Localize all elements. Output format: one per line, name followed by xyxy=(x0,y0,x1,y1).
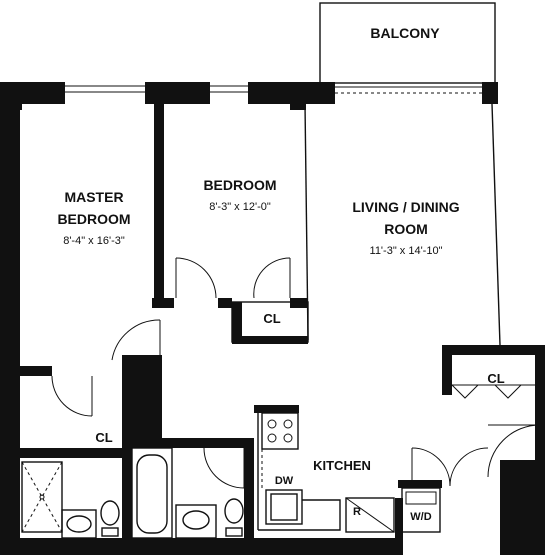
wall-right-top xyxy=(482,82,498,104)
bathtub xyxy=(131,447,173,539)
interior-walls xyxy=(20,100,545,540)
bifold-door-right xyxy=(494,384,522,399)
wall-stub xyxy=(290,100,306,110)
dishwasher-label: DW xyxy=(275,475,294,487)
wall-top-mid xyxy=(248,82,308,104)
counter-l xyxy=(258,499,341,531)
vanity-second xyxy=(175,504,217,539)
wall-laundry-top xyxy=(398,480,442,488)
wall-left xyxy=(0,82,20,555)
burner-icon xyxy=(283,433,293,443)
wall-bottom-step xyxy=(395,498,403,555)
refrigerator-label: R xyxy=(353,506,361,518)
wall-stub xyxy=(218,298,232,308)
shower-drain-icon xyxy=(39,494,45,500)
bedroom-dims: 8'-3" x 12'-0" xyxy=(209,201,271,213)
wall-hall-closet-bottom-solid xyxy=(20,448,122,458)
bathtub-basin xyxy=(136,454,168,534)
kitchen-label: KITCHEN xyxy=(313,458,371,473)
wall-top-mid-left xyxy=(145,82,210,104)
burner-icon xyxy=(267,419,277,429)
shower-diagonal xyxy=(21,461,63,533)
washer-dryer-label: W/D xyxy=(410,511,431,523)
toilet-icon xyxy=(100,500,120,526)
vanity-master xyxy=(61,509,97,539)
living-dining-label-line2: ROOM xyxy=(384,221,428,237)
toilet-tank xyxy=(225,527,243,537)
toilet-tank xyxy=(101,527,119,537)
door-swing-hall-closet xyxy=(51,375,93,417)
wall-stub xyxy=(20,366,52,376)
wall-bath-partition xyxy=(122,440,132,540)
refrigerator xyxy=(345,497,395,533)
door-swing-laundry-1 xyxy=(411,447,451,487)
wall-bath-right xyxy=(244,438,254,538)
wall-living-closet-top xyxy=(442,345,545,355)
room-labels: MASTER BEDROOM 8'-4" x 16'-3" BEDROOM 8'… xyxy=(57,177,504,523)
door-swing-laundry-2 xyxy=(449,447,489,487)
wall-top-right-stub xyxy=(305,82,335,104)
living-dining-label-line1: LIVING / DINING xyxy=(352,199,459,215)
bedroom-label: BEDROOM xyxy=(203,177,276,193)
master-bedroom-label-line2: BEDROOM xyxy=(57,211,130,227)
wall-closet-bottom xyxy=(232,336,308,344)
wall-closet-left xyxy=(232,302,242,342)
living-closet-label: CL xyxy=(487,371,504,386)
wall-bath-top xyxy=(122,438,247,448)
wall-stub xyxy=(290,298,308,308)
hall-closet-label: CL xyxy=(95,430,112,445)
shower-stall xyxy=(21,461,63,533)
washer-dryer xyxy=(401,487,441,533)
shower-diagonal xyxy=(21,461,63,533)
balcony-outline xyxy=(319,2,496,84)
wall-bottom xyxy=(0,538,400,555)
wall-kitchen-top xyxy=(254,405,299,413)
wall-hall-core xyxy=(122,355,162,440)
master-bedroom-label-line1: MASTER xyxy=(64,189,123,205)
sink-icon xyxy=(182,510,210,530)
door-swing-master xyxy=(111,319,161,361)
bifold-door-left xyxy=(451,384,479,399)
wall-stub xyxy=(162,298,174,308)
wall-right-lower xyxy=(500,460,545,555)
wall-master-bedroom-partition xyxy=(154,100,164,305)
living-dining-dims: 11'-3" x 14'-10" xyxy=(370,245,443,257)
kitchen-sink xyxy=(265,489,303,525)
bedroom-closet-label: CL xyxy=(263,311,280,326)
sink-icon xyxy=(66,515,92,533)
fixtures xyxy=(21,412,441,539)
balcony-label: BALCONY xyxy=(370,25,440,41)
exterior-walls xyxy=(0,82,545,555)
toilet-icon xyxy=(224,498,244,524)
kitchen-sink-basin xyxy=(270,493,298,521)
door-swing-bedroom-1 xyxy=(175,257,217,299)
burner-icon xyxy=(283,419,293,429)
burner-icon xyxy=(267,433,277,443)
wall-living-closet-left xyxy=(442,345,452,395)
door-swing-bedroom-2 xyxy=(253,257,291,299)
washer-panel xyxy=(405,491,437,505)
wall-stub xyxy=(152,298,164,308)
fridge-diagonal xyxy=(345,497,395,533)
balcony-area: BALCONY xyxy=(319,2,496,84)
doors xyxy=(51,257,541,489)
door-swing-bath xyxy=(203,447,245,489)
wall-right-closet xyxy=(535,345,545,460)
stove xyxy=(261,412,299,450)
door-swing-entry xyxy=(487,424,541,478)
master-bedroom-dims: 8'-4" x 16'-3" xyxy=(63,235,125,247)
wall-right-living xyxy=(491,103,501,346)
